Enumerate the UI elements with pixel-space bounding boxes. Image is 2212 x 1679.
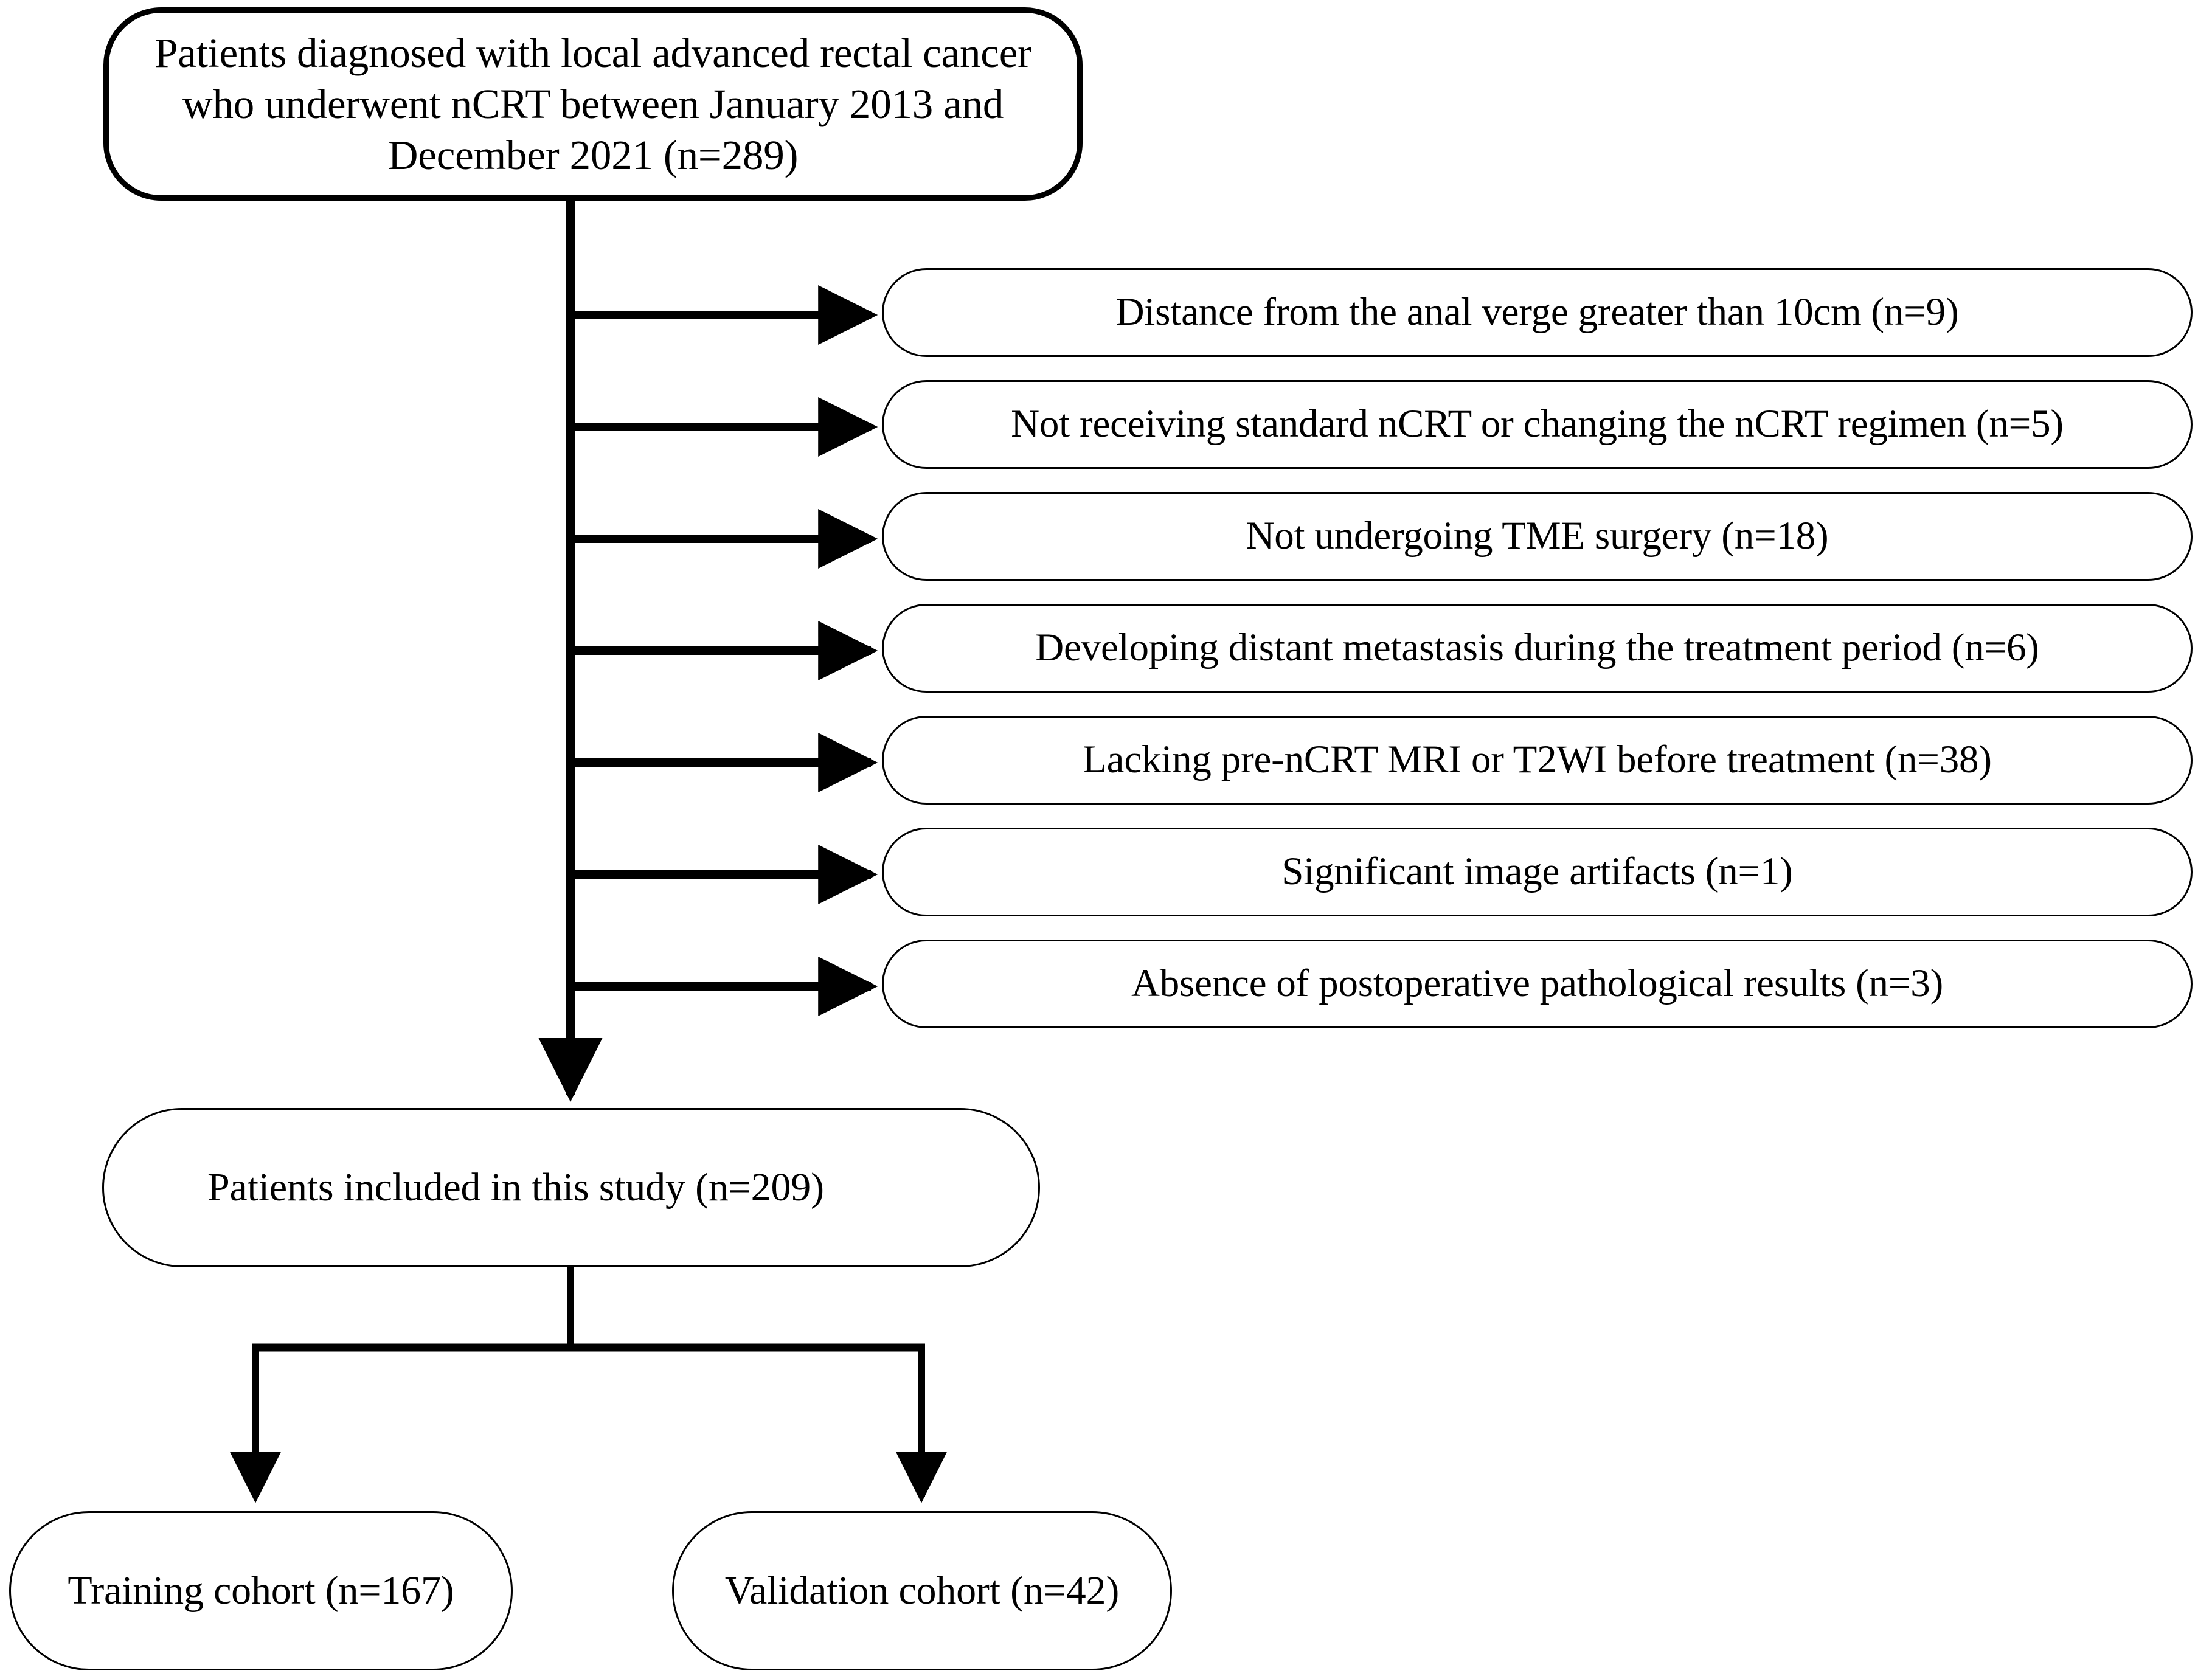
node-exclusion-3: Not undergoing TME surgery (n=18): [882, 492, 2193, 581]
node-training-cohort: Training cohort (n=167): [9, 1511, 513, 1670]
node-included-label: Patients included in this study (n=209): [207, 1165, 824, 1210]
node-validation-cohort-label: Validation cohort (n=42): [724, 1568, 1120, 1613]
node-source-label: Patients diagnosed with local advanced r…: [154, 29, 1031, 179]
node-exclusion-1-label: Distance from the anal verge greater tha…: [1115, 290, 1959, 334]
node-source-population: Patients diagnosed with local advanced r…: [103, 7, 1083, 201]
node-training-cohort-label: Training cohort (n=167): [68, 1568, 454, 1613]
node-validation-cohort: Validation cohort (n=42): [672, 1511, 1172, 1670]
node-exclusion-7-label: Absence of postoperative pathological re…: [1131, 961, 1944, 1006]
node-exclusion-5-label: Lacking pre-nCRT MRI or T2WI before trea…: [1083, 738, 1992, 782]
node-exclusion-6-label: Significant image artifacts (n=1): [1281, 850, 1793, 894]
node-exclusion-6: Significant image artifacts (n=1): [882, 828, 2193, 916]
node-exclusion-3-label: Not undergoing TME surgery (n=18): [1246, 514, 1829, 558]
node-exclusion-2: Not receiving standard nCRT or changing …: [882, 380, 2193, 469]
node-exclusion-4-label: Developing distant metastasis during the…: [1035, 626, 2039, 670]
node-exclusion-7: Absence of postoperative pathological re…: [882, 940, 2193, 1028]
node-included-population: Patients included in this study (n=209): [102, 1108, 1040, 1267]
node-exclusion-1: Distance from the anal verge greater tha…: [882, 268, 2193, 357]
node-exclusion-5: Lacking pre-nCRT MRI or T2WI before trea…: [882, 716, 2193, 805]
node-exclusion-2-label: Not receiving standard nCRT or changing …: [1011, 402, 2064, 446]
node-exclusion-4: Developing distant metastasis during the…: [882, 604, 2193, 693]
